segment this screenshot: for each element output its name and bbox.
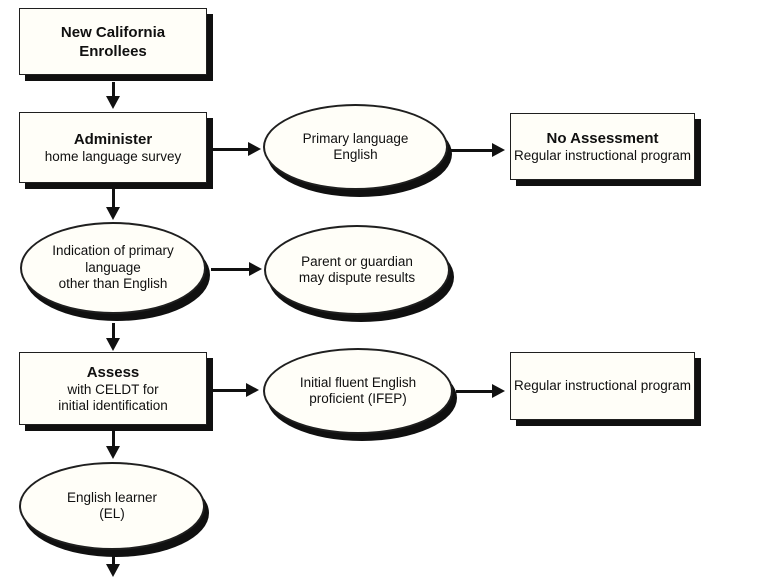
node-text-line: English (333, 147, 378, 162)
node-text-line: home language survey (44, 148, 182, 164)
node-text-line: No Assessment (546, 129, 659, 147)
node-primary-language-english: Primary language English (263, 104, 452, 197)
node-text-line: Regular instructional program (513, 147, 692, 163)
arrow-head (492, 143, 505, 157)
node-text-line: initial identification (58, 398, 168, 413)
arrow-head (106, 96, 120, 109)
arrow-head (106, 338, 120, 351)
arrow-shaft (112, 556, 115, 566)
node-text-line: Enrollees (79, 42, 147, 60)
node-initial-fluent-english-proficient: Initial fluent English proficient (IFEP) (263, 348, 457, 441)
ellipse-face: Indication of primary language other tha… (20, 222, 206, 314)
node-text-line: (EL) (99, 506, 125, 521)
arrow-shaft (448, 149, 493, 152)
ellipse-face: Initial fluent English proficient (IFEP) (263, 348, 453, 434)
arrow-head (492, 384, 505, 398)
node-no-assessment: No Assessment Regular instructional prog… (510, 113, 695, 180)
arrow-shaft (112, 431, 115, 447)
arrow-head (249, 262, 262, 276)
arrow-shaft (112, 189, 115, 208)
arrow-head (246, 383, 259, 397)
ellipse-face: Parent or guardian may dispute results (264, 225, 450, 315)
node-text-line: Indication of primary (52, 243, 174, 259)
arrow-head (106, 446, 120, 459)
node-text-line: Regular instructional program (513, 377, 692, 393)
node-assess-with-celdt: Assess with CELDT for initial identifica… (19, 352, 207, 425)
node-regular-instructional-program: Regular instructional program (510, 352, 695, 420)
arrow-shaft (112, 82, 115, 98)
ellipse-face: English learner (EL) (19, 462, 205, 550)
arrow-shaft (211, 268, 250, 271)
node-text-line: may dispute results (298, 270, 416, 285)
node-text-line: Parent or guardian (301, 253, 413, 269)
node-text-line: proficient (IFEP) (309, 391, 407, 406)
node-text-line: Initial fluent English (299, 374, 417, 390)
node-text-line: English learner (66, 489, 158, 505)
node-administer-home-language-survey: Administer home language survey (19, 112, 207, 183)
node-text-line: Primary language (302, 130, 409, 146)
node-text-line: Administer (73, 130, 153, 148)
node-indication-primary-language: Indication of primary language other tha… (20, 222, 210, 321)
arrow-shaft (213, 389, 247, 392)
node-text-line: language (85, 259, 141, 275)
node-text-line: New California (60, 23, 166, 41)
node-parent-guardian-dispute: Parent or guardian may dispute results (264, 225, 454, 322)
arrow-shaft (456, 390, 493, 393)
arrow-head (248, 142, 261, 156)
node-text-line: with CELDT for (67, 381, 159, 397)
arrow-shaft (112, 323, 115, 339)
arrow-head (106, 207, 120, 220)
arrow-head (106, 564, 120, 577)
ellipse-face: Primary language English (263, 104, 448, 190)
node-new-california-enrollees: New California Enrollees (19, 8, 207, 75)
arrow-shaft (213, 148, 249, 151)
node-text-line: other than English (58, 276, 168, 292)
node-text-line: Assess (86, 363, 140, 381)
node-english-learner: English learner (EL) (19, 462, 209, 557)
